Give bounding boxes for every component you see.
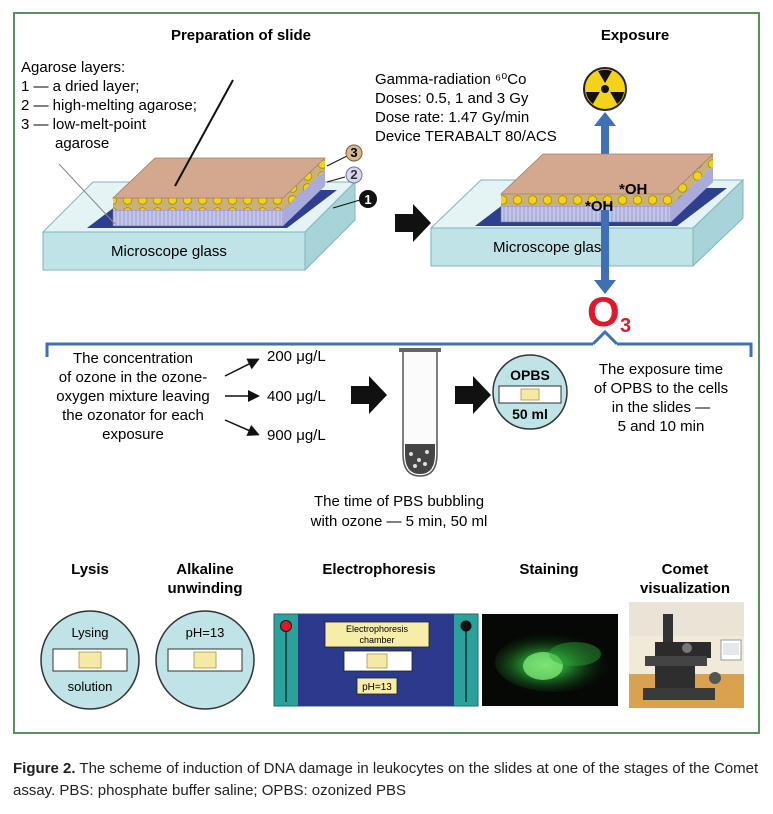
- agarose-line-0: Agarose layers:: [21, 59, 125, 76]
- lysis-dish: Lysing solution: [40, 610, 140, 710]
- ozone-level-400: 400 μg/L: [267, 388, 326, 405]
- slide-exposure: Microscope glass: [429, 153, 745, 268]
- layer-badge-2: 2: [326, 166, 363, 184]
- comet-title-line-1: Comet: [662, 561, 709, 578]
- chamber-label-line-1: Electrophoresis: [346, 624, 409, 634]
- alkaline-dish: pH=13: [155, 610, 255, 710]
- arrow-level-200: [224, 358, 260, 377]
- staining-title: Staining: [519, 561, 578, 578]
- hydroxyl-label-1: *OH: [619, 181, 647, 198]
- caption-label: Figure 2.: [13, 760, 76, 777]
- badge-1-text: 1: [364, 192, 371, 207]
- gamma-line-2: Dose rate: 1.47 Gy/min: [375, 109, 529, 126]
- opbs-label: OPBS: [510, 367, 550, 383]
- exposure-time-line-2: in the slides —: [612, 399, 710, 416]
- badge-2-text: 2: [350, 167, 357, 182]
- gamma-line-1: Doses: 0.5, 1 and 3 Gy: [375, 90, 529, 107]
- microscope-photo: [629, 602, 744, 708]
- staining-comet-image: [482, 614, 618, 706]
- agarose-legend: Agarose layers: 1 — a dried layer; 2 — h…: [21, 59, 197, 152]
- lysis-top-label: Lysing: [71, 625, 108, 640]
- layer-badge-1: 1: [332, 190, 377, 209]
- electrophoresis-title: Electrophoresis: [322, 561, 435, 578]
- chamber-label-line-2: chamber: [359, 635, 394, 645]
- comet-title-line-2: visualization: [640, 580, 730, 597]
- alkaline-title-line-2: unwinding: [168, 580, 243, 597]
- ozone-subscript: 3: [620, 315, 631, 337]
- concentration-line-0: The concentration: [73, 350, 193, 367]
- test-tube: [399, 348, 441, 477]
- diagram-canvas: Preparation of slide Agarose layers: 1 —…: [21, 27, 753, 710]
- hydroxyl-label-2: *OH: [585, 198, 613, 215]
- arrow-level-900: [224, 419, 260, 436]
- gamma-line-0: Gamma-radiation ⁶⁰Co: [375, 71, 526, 88]
- radiation-icon: [583, 67, 627, 111]
- gamma-info: Gamma-radiation ⁶⁰Co Doses: 0.5, 1 and 3…: [375, 71, 557, 145]
- agarose-line-4: agarose: [55, 135, 109, 152]
- figure-frame: Preparation of slide Agarose layers: 1 —…: [13, 12, 760, 734]
- ozone-bracket: [45, 342, 753, 357]
- exposure-time-line-3: 5 and 10 min: [618, 418, 705, 435]
- pointer-line-side: [58, 163, 116, 225]
- bubbling-line-0: The time of PBS bubbling: [314, 493, 484, 510]
- lysis-title: Lysis: [71, 561, 109, 578]
- ozone-symbol: O: [587, 288, 620, 335]
- badge-3-text: 3: [350, 145, 357, 160]
- ozone-level-200: 200 μg/L: [267, 348, 326, 365]
- exposure-time-line-0: The exposure time: [599, 361, 723, 378]
- pointer-line-layer3: [174, 79, 234, 187]
- alkaline-title-line-1: Alkaline: [176, 561, 234, 578]
- electrophoresis-chamber: Electrophoresis chamber pH=13: [273, 613, 479, 707]
- agarose-line-2: 2 — high-melting agarose;: [21, 97, 197, 114]
- arrow-to-opbs: [455, 376, 491, 414]
- ozone-level-900: 900 μg/L: [267, 427, 326, 444]
- concentration-line-4: exposure: [102, 426, 164, 443]
- opbs-volume: 50 ml: [512, 406, 548, 422]
- chamber-ph-label: pH=13: [362, 682, 392, 693]
- concentration-line-3: the ozonator for each: [62, 407, 204, 424]
- ozone-concentration-text: The concentration of ozone in the ozone-…: [56, 350, 209, 443]
- exposure-time-text: The exposure time of OPBS to the cells i…: [594, 361, 728, 435]
- layer-badge-3: 3: [326, 144, 363, 167]
- lysis-bottom-label: solution: [68, 679, 113, 694]
- caption-text: The scheme of induction of DNA damage in…: [13, 760, 759, 799]
- alkaline-ph-label: pH=13: [186, 625, 225, 640]
- bubbling-text: The time of PBS bubbling with ozone — 5 …: [310, 493, 488, 530]
- agarose-line-3: 3 — low-melt-point: [21, 116, 147, 133]
- exposure-title: Exposure: [601, 27, 669, 44]
- slide-preparation: Microscope glass: [41, 157, 357, 272]
- arrow-prep-to-exposure: [395, 204, 431, 242]
- concentration-line-2: oxygen mixture leaving: [56, 388, 209, 405]
- prep-title: Preparation of slide: [171, 27, 311, 44]
- concentration-line-1: of ozone in the ozone-: [59, 369, 207, 386]
- glass-label-exposure: Microscope glass: [493, 239, 609, 256]
- bubbling-line-1: with ozone — 5 min, 50 ml: [310, 513, 488, 530]
- arrow-down-ozone: [594, 210, 616, 294]
- arrow-to-tube: [351, 376, 387, 414]
- gamma-line-3: Device TERABALT 80/ACS: [375, 128, 557, 145]
- figure-caption: Figure 2. The scheme of induction of DNA…: [13, 758, 763, 802]
- agarose-line-1: 1 — a dried layer;: [21, 78, 139, 95]
- glass-label-prep: Microscope glass: [111, 243, 227, 260]
- exposure-time-line-1: of OPBS to the cells: [594, 380, 728, 397]
- opbs-dish: OPBS 50 ml: [492, 354, 568, 430]
